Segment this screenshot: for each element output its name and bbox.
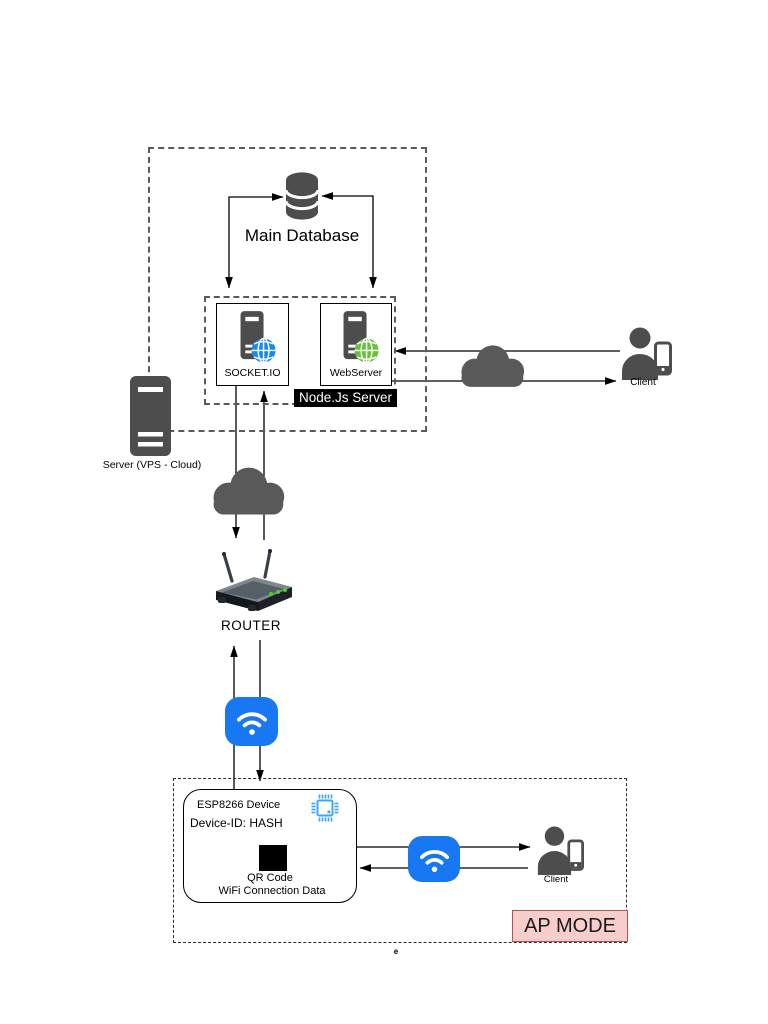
client-ap-label: Client <box>543 874 569 885</box>
chip-icon <box>311 794 339 822</box>
wifi-icon <box>225 697 278 746</box>
qr-code-sublabel: WiFi Connection Data <box>218 885 326 897</box>
socketio-label: SOCKET.IO <box>224 367 281 379</box>
footnote-text: e <box>393 947 399 956</box>
wifi-icon <box>408 836 460 882</box>
server-globe-icon <box>343 311 379 364</box>
cloud-icon <box>461 345 525 387</box>
database-label: Main Database <box>244 226 360 245</box>
ap-mode-label: AP MODE <box>512 910 628 942</box>
ap-mode-group-box <box>173 778 627 943</box>
client-top-label: Client <box>630 377 656 388</box>
socketio-node: SOCKET.IO <box>216 303 289 386</box>
database-icon <box>284 172 320 220</box>
webserver-label: WebServer <box>329 367 383 379</box>
client-person-phone-icon <box>622 327 672 380</box>
server-tower-icon <box>130 376 171 456</box>
client-person-phone-icon <box>537 826 584 875</box>
server-globe-icon <box>240 311 276 364</box>
webserver-node: WebServer <box>320 303 392 386</box>
vps-server-label: Server (VPS - Cloud) <box>102 459 202 471</box>
router-label: ROUTER <box>221 618 281 633</box>
cloud-icon <box>213 467 285 515</box>
nodejs-group-label: Node.Js Server <box>294 389 398 407</box>
esp-device-title: ESP8266 Device <box>197 799 281 811</box>
server-cluster-group-box <box>148 147 427 432</box>
esp-device-id: Device-ID: HASH <box>190 816 283 830</box>
qr-code-label: QR Code <box>247 872 293 884</box>
connector-database-socketio <box>225 193 284 289</box>
router-icon <box>216 549 292 611</box>
qr-code-icon <box>259 845 287 871</box>
connector-database-webserver <box>321 192 377 289</box>
